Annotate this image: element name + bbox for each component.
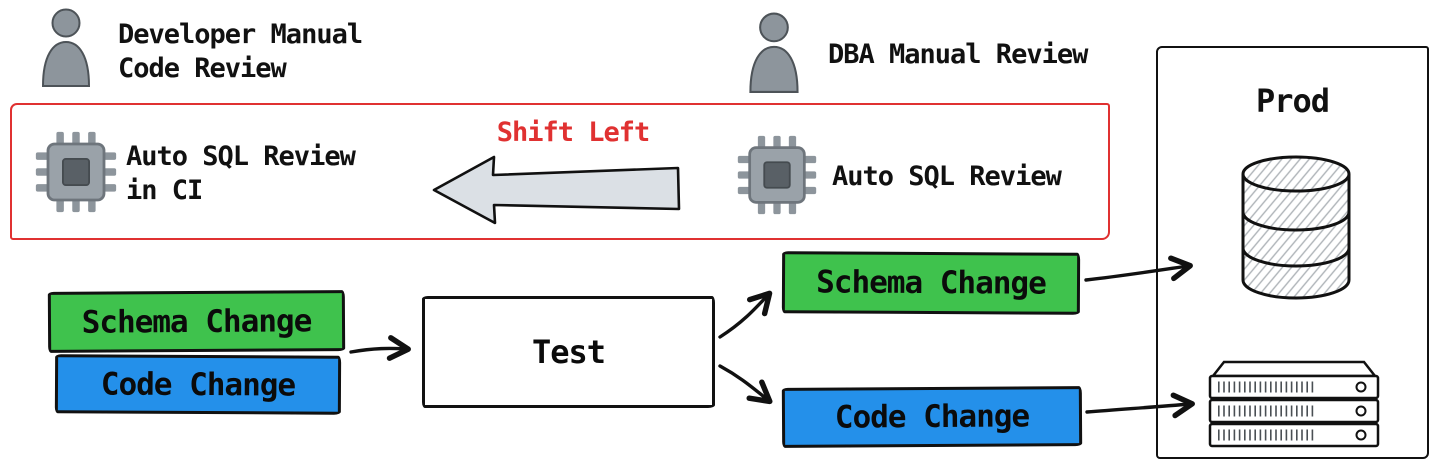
cpu-chip-icon xyxy=(737,135,817,215)
arrow-changes-to-test xyxy=(349,335,411,361)
left-block-arrow-icon xyxy=(432,155,681,225)
server-rack-icon xyxy=(1208,360,1380,448)
code-change-box-deploy: Code Change xyxy=(781,386,1083,448)
cpu-chip-icon xyxy=(35,131,117,213)
test-box: Test xyxy=(422,296,715,408)
prod-environment-box: Prod xyxy=(1156,46,1429,459)
code-change-box-source: Code Change xyxy=(54,354,342,415)
schema-change-label: Schema Change xyxy=(816,264,1046,302)
person-icon xyxy=(749,12,799,93)
code-change-label: Code Change xyxy=(100,365,296,404)
database-cylinder-icon xyxy=(1241,155,1351,300)
schema-change-box-source: Schema Change xyxy=(47,290,346,353)
auto-sql-review-ci-label: Auto SQL Review in CI xyxy=(126,141,356,207)
arrow-test-to-schema-change xyxy=(718,290,773,339)
schema-change-box-deploy: Schema Change xyxy=(781,251,1081,315)
shift-left-title: Shift Left xyxy=(496,117,651,148)
arrow-test-to-code-change xyxy=(718,364,773,405)
code-change-label: Code Change xyxy=(834,398,1030,436)
schema-change-label: Schema Change xyxy=(81,302,312,341)
developer-review-label: Developer Manual Code Review xyxy=(118,19,363,85)
prod-title: Prod xyxy=(1255,82,1330,120)
person-icon xyxy=(41,8,91,87)
dba-review-label: DBA Manual Review xyxy=(828,39,1088,70)
test-label: Test xyxy=(531,333,606,371)
shift-left-band xyxy=(10,103,1110,240)
auto-sql-review-label: Auto SQL Review xyxy=(832,161,1062,192)
